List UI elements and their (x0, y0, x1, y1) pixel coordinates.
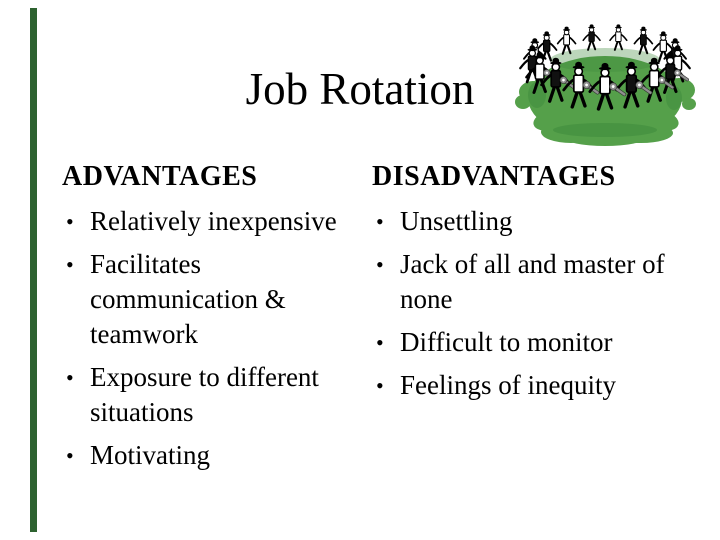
bullet-item: • Motivating (62, 438, 364, 473)
bullet-text: Motivating (90, 440, 210, 470)
disadvantages-list: • Unsettling • Jack of all and master of… (372, 204, 674, 403)
bullet-item: • Unsettling (372, 204, 674, 239)
advantages-column: ADVANTAGES • Relatively inexpensive • Fa… (62, 160, 364, 481)
bullet-text: Unsettling (400, 206, 513, 236)
bullet-text: Relatively inexpensive (90, 206, 337, 236)
bullet-text: Exposure to different situations (90, 362, 319, 427)
bullet-text: Jack of all and master of none (400, 249, 665, 314)
bullet-icon: • (66, 443, 74, 468)
advantages-header: ADVANTAGES (62, 161, 258, 192)
bullet-text: Facilitates communication & teamwork (90, 249, 286, 349)
bullet-item: • Jack of all and master of none (372, 247, 674, 317)
people-circle-clipart (511, 20, 699, 150)
disadvantages-header: DISADVANTAGES (372, 161, 616, 192)
bullet-item: • Exposure to different situations (62, 360, 364, 430)
people-circle-svg (515, 24, 696, 146)
bullet-icon: • (376, 373, 384, 398)
bullet-icon: • (376, 252, 384, 277)
bullet-item: • Facilitates communication & teamwork (62, 247, 364, 352)
disadvantages-column: DISADVANTAGES • Unsettling • Jack of all… (372, 160, 674, 411)
bullet-icon: • (376, 330, 384, 355)
slide-title: Job Rotation (245, 64, 475, 114)
accent-bar (30, 8, 37, 532)
bullet-item: • Difficult to monitor (372, 325, 674, 360)
bullet-item: • Relatively inexpensive (62, 204, 364, 239)
bullet-text: Feelings of inequity (400, 370, 616, 400)
bullet-icon: • (66, 365, 74, 390)
bullet-item: • Feelings of inequity (372, 368, 674, 403)
bullet-icon: • (66, 209, 74, 234)
bullet-icon: • (376, 209, 384, 234)
bullet-icon: • (66, 252, 74, 277)
advantages-list: • Relatively inexpensive • Facilitates c… (62, 204, 364, 473)
bullet-text: Difficult to monitor (400, 327, 613, 357)
